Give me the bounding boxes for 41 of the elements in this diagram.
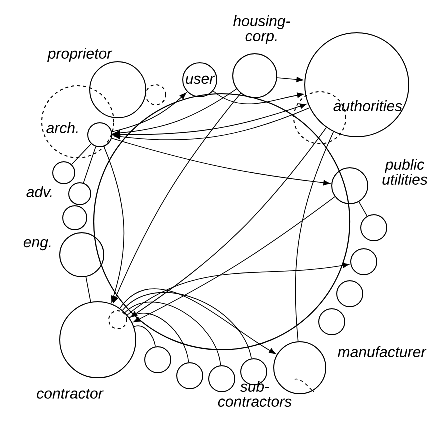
dashed-circle — [146, 84, 166, 106]
small-circle — [62, 206, 88, 230]
connector-line — [83, 146, 96, 184]
node-label: housing-corp. — [233, 16, 290, 44]
party-label: sub-contractors — [218, 381, 292, 407]
node-label: eng. — [24, 239, 51, 251]
arrow — [134, 196, 336, 323]
node-label: proprietor — [48, 48, 113, 62]
arrow — [114, 88, 238, 136]
leader-line — [294, 378, 314, 393]
small-circle — [350, 248, 378, 276]
node-label: adv. — [26, 186, 52, 198]
arrow — [113, 93, 242, 304]
arrow — [127, 263, 350, 316]
connector-line — [295, 132, 334, 342]
connector-line — [129, 313, 190, 363]
connector-line — [134, 326, 156, 348]
arrow — [114, 108, 310, 141]
arrow — [112, 104, 307, 136]
arrow — [213, 90, 304, 105]
small-circle — [336, 280, 364, 308]
small-circle — [144, 346, 172, 374]
node-label: public utilities — [382, 158, 428, 185]
connector-line — [358, 202, 368, 217]
arrow — [104, 146, 125, 303]
connector-line — [72, 144, 92, 166]
connector-line — [122, 292, 252, 360]
node-label: manufacturer — [338, 346, 427, 358]
arrow — [130, 127, 327, 318]
arrow — [277, 77, 304, 82]
connector-line — [86, 276, 92, 303]
connector-line — [124, 302, 222, 366]
arrow — [112, 92, 187, 132]
small-circle — [52, 162, 76, 184]
arrow — [112, 138, 330, 186]
small-circle — [318, 308, 346, 336]
small-circle — [176, 362, 204, 390]
small-circle — [208, 366, 236, 392]
node-label: contractor — [37, 389, 104, 399]
small-circle — [360, 214, 388, 242]
arrow — [120, 288, 276, 354]
